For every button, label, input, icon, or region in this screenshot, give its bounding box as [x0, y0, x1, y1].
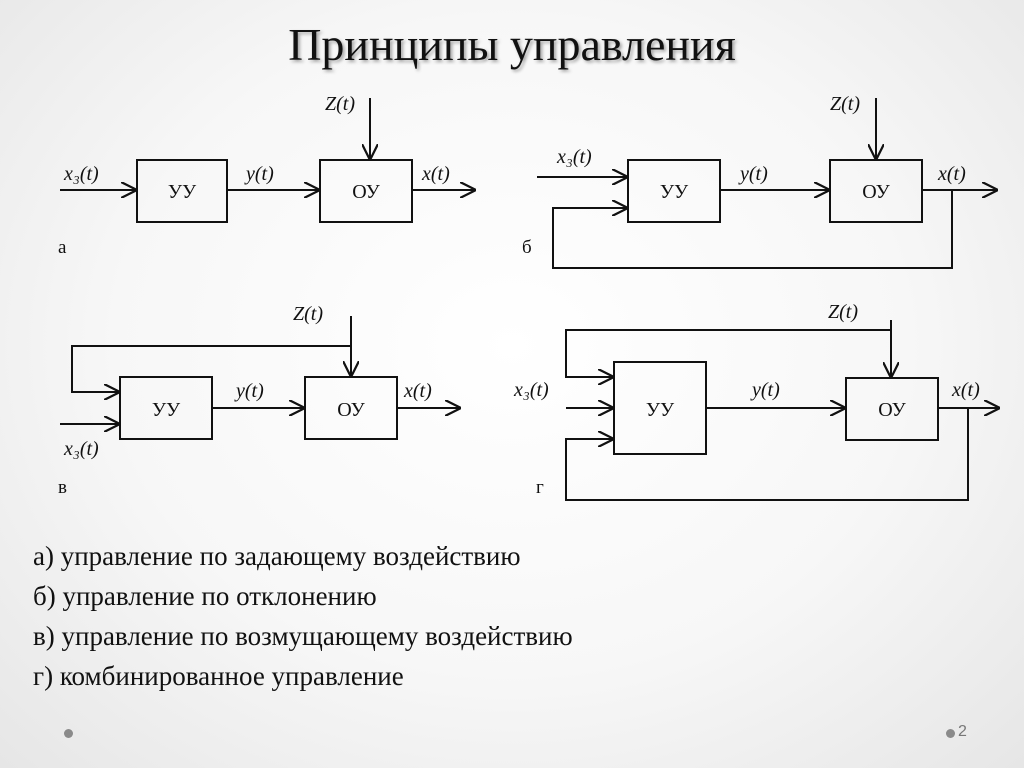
output-label: x(t)	[421, 163, 450, 185]
control-label: y(t)	[244, 163, 274, 185]
feedback-line	[552, 190, 953, 269]
plant-label: ОУ	[878, 399, 906, 421]
plant-label: ОУ	[862, 181, 890, 203]
slide-title: Принципы управления	[288, 19, 736, 70]
disturbance-label: Z(t)	[293, 303, 323, 325]
diagram-a	[60, 98, 476, 223]
caption-d: г) комбинированное управление	[33, 661, 404, 691]
page-number: 2	[958, 723, 967, 740]
feedback-line	[565, 408, 969, 501]
diagram-b	[537, 98, 998, 269]
control-label: y(t)	[234, 380, 264, 402]
left-dot-decoration	[64, 729, 73, 738]
setpoint-label: x₃(t)	[63, 438, 99, 460]
disturbance-label: Z(t)	[325, 93, 355, 115]
output-label: x(t)	[403, 380, 432, 402]
disturbance-feed-line	[565, 329, 891, 377]
plant-label: ОУ	[337, 399, 365, 421]
controller-label: УУ	[152, 399, 181, 421]
caption-a: а) управление по задающему воздействию	[33, 541, 521, 571]
panel-label-a: а	[58, 237, 67, 258]
setpoint-label: x₃(t)	[63, 163, 99, 185]
caption-c: в) управление по возмущающему воздействи…	[33, 621, 573, 651]
setpoint-label: x₃(t)	[513, 379, 549, 401]
disturbance-feed-line	[71, 345, 351, 392]
setpoint-label: x₃(t)	[556, 146, 592, 168]
controller-label: УУ	[168, 181, 197, 203]
output-label: x(t)	[951, 379, 980, 401]
caption-b: б) управление по отклонению	[33, 581, 377, 611]
panel-label-d: г	[536, 477, 544, 498]
control-label: y(t)	[750, 379, 780, 401]
control-label: y(t)	[738, 163, 768, 185]
diagram-c	[60, 316, 461, 440]
disturbance-label: Z(t)	[828, 301, 858, 323]
controller-label: УУ	[660, 181, 689, 203]
caption-list: а) управление по задающему воздействию б…	[33, 536, 573, 696]
diagram-d	[565, 320, 1000, 501]
right-dot-decoration	[946, 729, 955, 738]
panel-label-c: в	[58, 477, 67, 498]
plant-label: ОУ	[352, 181, 380, 203]
controller-label: УУ	[646, 399, 675, 421]
output-label: x(t)	[937, 163, 966, 185]
panel-label-b: б	[522, 237, 532, 258]
disturbance-label: Z(t)	[830, 93, 860, 115]
